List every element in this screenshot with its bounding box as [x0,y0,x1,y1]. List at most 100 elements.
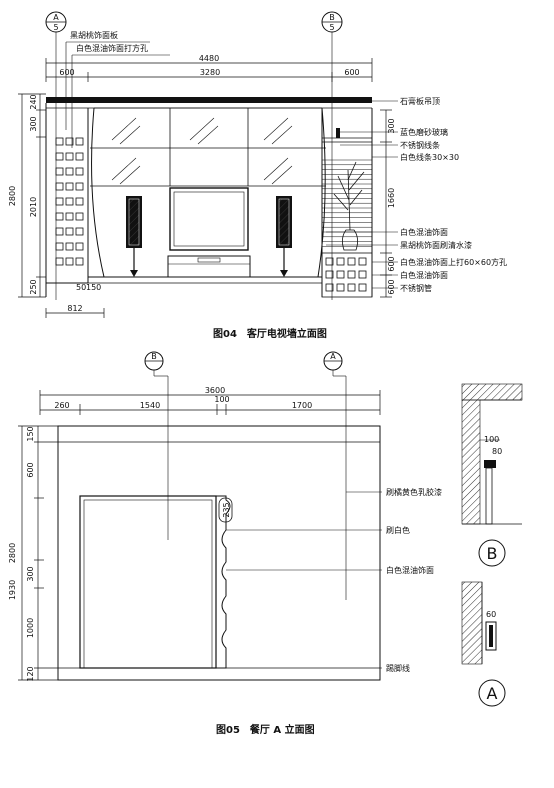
label-walnut-clear: 黑胡桃饰面刷清水漆 [400,240,472,250]
label-white-paint: 刷白色 [386,525,410,535]
dim-1540: 1540 [140,401,160,410]
square-hole [347,257,356,266]
axis-a-fig05: A [330,352,336,361]
label-orange-latex: 刷橘黄色乳胶漆 [386,487,442,497]
label-stainless-strip: 不锈钢线条 [400,140,440,150]
doorway [79,495,217,669]
square-hole [65,182,74,191]
right-column [321,108,373,298]
label-white-paint-holes: 白色混油饰面打方孔 [76,43,148,53]
dim-600-left: 600 [59,68,74,77]
square-hole [65,152,74,161]
square-hole [75,137,84,146]
square-hole [347,270,356,279]
square-hole [55,152,64,161]
dim-150-fig05: 150 [26,426,35,441]
dim-3280: 3280 [200,68,220,77]
dim-600-fig05: 600 [26,462,35,477]
square-hole [75,167,84,176]
square-hole [65,212,74,221]
label-white-strip: 白色线条30×30 [400,152,459,162]
detail-b-label: B [487,544,498,563]
dim-2800-fig05: 2800 [8,543,17,563]
tv-screen [169,187,249,251]
dims-bottom-fig04: 50 150 812 [45,283,105,318]
square-hole [65,167,74,176]
vase [342,229,358,251]
label-walnut-veneer: 黑胡桃饰面板 [70,30,118,40]
square-hole [75,212,84,221]
label-white-finish: 白色混油饰面 [386,565,434,575]
dim-3600: 3600 [205,386,225,395]
square-hole [75,227,84,236]
figure-05-dining-elevation: B A 3600 260 1540 100 1700 [8,351,523,736]
square-hole [325,270,334,279]
dims-top-fig05: 3600 260 1540 100 1700 [39,386,381,415]
axis-marker-a-fig05: A [323,351,347,600]
right-labels-fig04: 石膏板吊顶 蓝色磨砂玻璃 不锈钢线条 白色线条30×30 白色混油饰面 黑胡桃饰… [326,96,507,293]
square-hole [65,227,74,236]
dining-wall: 235 [57,425,381,681]
square-hole [75,182,84,191]
dim-150: 150 [86,283,101,292]
square-hole [336,283,345,292]
square-hole [75,257,84,266]
dim-812: 812 [67,304,82,313]
square-hole [65,257,74,266]
dim-50: 50 [76,283,86,292]
detail-b-100: 100 [484,435,499,444]
tv-wall-glass-panel [88,107,326,284]
dim-100: 100 [214,395,229,404]
axis-a-label: A [53,13,59,22]
square-hole [336,257,345,266]
square-hole [65,197,74,206]
square-hole [75,197,84,206]
square-hole [55,137,64,146]
axis-a-sub: 5 [53,23,58,32]
square-hole [55,167,64,176]
detail-a-60: 60 [486,610,496,619]
square-hole [75,152,84,161]
dim-300-fig05: 300 [26,566,35,581]
dims-left-fig05: 2800 150 600 1930 300 1000 120 [8,425,58,682]
square-hole [55,227,64,236]
dim-260: 260 [54,401,69,410]
square-hole [358,257,367,266]
detail-b: 100 80 B [461,383,523,567]
tv-cabinet [167,255,251,278]
square-hole [75,242,84,251]
caption-fig05: 图05 餐厅 A 立面图 [216,723,315,736]
label-blue-glass: 蓝色磨砂玻璃 [400,127,448,137]
square-hole [325,283,334,292]
speaker-left [126,196,142,277]
dims-left-fig04: 2800 240 300 2010 250 [8,93,46,298]
label-white-paint-1: 白色混油饰面 [400,227,448,237]
label-white-paint-2: 白色混油饰面 [400,270,448,280]
square-hole [55,257,64,266]
square-hole [55,212,64,221]
dim-4480: 4480 [199,54,219,63]
dim-600-r1: 600 [387,256,396,271]
dim-250: 250 [29,279,38,294]
square-hole [65,242,74,251]
dims-right-fig04: 300 1660 600 600 [380,109,396,298]
square-hole [347,283,356,292]
square-hole [358,270,367,279]
square-hole [65,137,74,146]
square-hole [55,182,64,191]
dim-1660: 1660 [387,188,396,208]
square-hole [358,283,367,292]
square-hole [325,257,334,266]
dim-1700: 1700 [292,401,312,410]
dim-600-right: 600 [344,68,359,77]
dims-top-fig04: 4480 600 3280 600 [45,54,373,82]
dim-120: 120 [26,666,35,681]
dim-2800-fig04: 2800 [8,186,17,206]
dim-235: 235 [222,502,231,517]
axis-b-label: B [329,13,335,22]
square-hole [55,242,64,251]
caption-fig04: 图04 客厅电视墙立面图 [213,327,327,340]
dim-600-r2: 600 [387,279,396,294]
label-stainless-pipe: 不锈钢管 [400,283,432,293]
